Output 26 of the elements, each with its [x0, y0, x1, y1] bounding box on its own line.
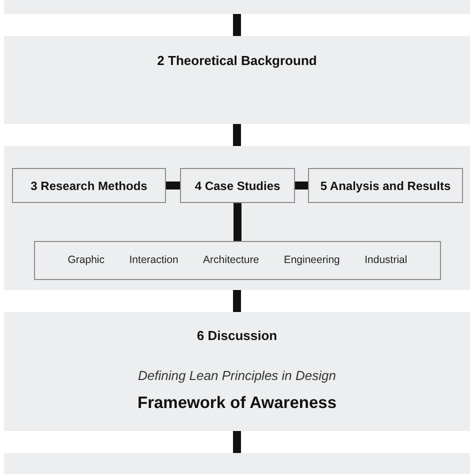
connector [233, 14, 241, 36]
section-title: 2 Theoretical Background [157, 52, 317, 70]
category-label: Industrial [364, 252, 408, 268]
section-title: 3 Research Methods [30, 178, 148, 194]
category-label: Engineering [284, 252, 340, 268]
section-band [4, 36, 470, 124]
section-title: 5 Analysis and Results [320, 178, 451, 194]
connector [234, 203, 242, 241]
connector [233, 124, 241, 146]
connector [166, 182, 180, 190]
section-band [4, 146, 470, 290]
section-title: 4 Case Studies [194, 178, 280, 194]
category-label: Graphic [68, 252, 105, 268]
category-box [34, 241, 441, 280]
inner-box [308, 168, 463, 203]
connector [295, 182, 308, 190]
connector [233, 290, 241, 312]
subtitle: Defining Lean Principles in Design [138, 366, 336, 385]
connector [233, 431, 241, 453]
category-label: Architecture [203, 252, 260, 268]
inner-box [180, 168, 295, 203]
section-band [4, 312, 470, 431]
inner-box [12, 168, 166, 203]
section-title: 6 Discussion [196, 327, 278, 345]
framework-title: Framework of Awareness [138, 393, 336, 414]
category-label: Interaction [129, 252, 178, 268]
